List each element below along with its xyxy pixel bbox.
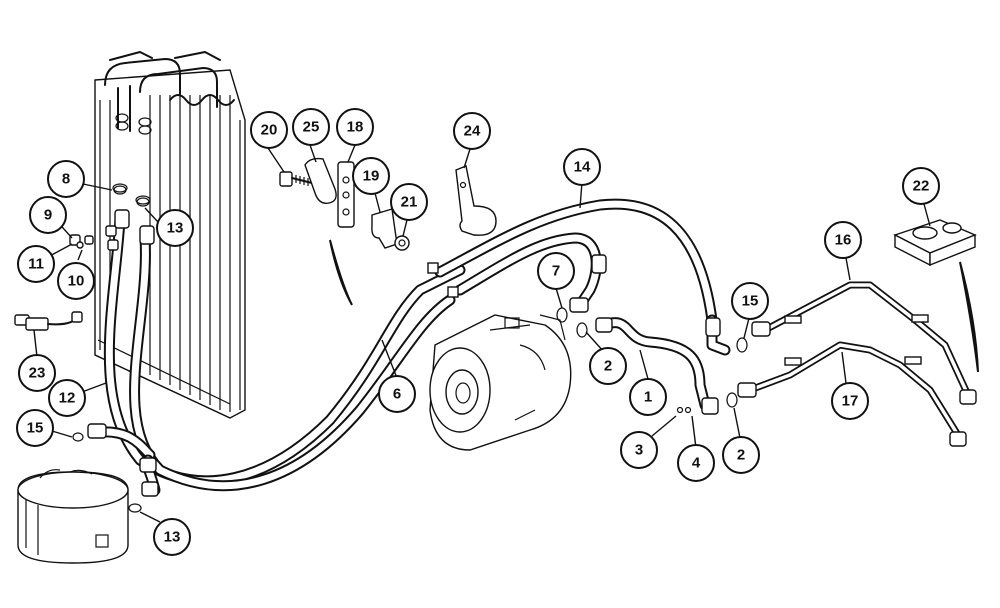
pipe-17 xyxy=(746,341,962,439)
bolt-20 xyxy=(279,171,313,187)
callout-18: 18 xyxy=(336,108,374,146)
receiver-drier xyxy=(17,469,129,564)
callout-12: 12 xyxy=(48,379,86,417)
svg-text:1: 1 xyxy=(644,389,652,406)
callout-6: 6 xyxy=(378,375,416,413)
callout-8: 8 xyxy=(47,160,85,198)
compressor xyxy=(429,314,572,451)
svg-text:22: 22 xyxy=(913,178,930,195)
svg-text:15: 15 xyxy=(742,293,759,310)
callout-15: 15 xyxy=(16,409,54,447)
svg-text:12: 12 xyxy=(59,390,76,407)
clip-25 xyxy=(304,157,337,204)
callout-22: 22 xyxy=(902,167,940,205)
hose-assembly-1 xyxy=(599,314,731,411)
callout-14: 14 xyxy=(563,148,601,186)
svg-text:6: 6 xyxy=(393,386,401,403)
svg-text:15: 15 xyxy=(27,420,44,437)
svg-text:4: 4 xyxy=(692,455,701,472)
svg-text:19: 19 xyxy=(363,168,380,185)
svg-text:17: 17 xyxy=(842,393,859,410)
svg-text:21: 21 xyxy=(401,194,418,211)
svg-text:24: 24 xyxy=(464,123,481,140)
callout-2: 2 xyxy=(589,347,627,385)
clip-24 xyxy=(455,165,497,236)
callout-15: 15 xyxy=(731,282,769,320)
callout-13: 13 xyxy=(153,518,191,556)
svg-text:14: 14 xyxy=(574,159,591,176)
svg-text:7: 7 xyxy=(552,263,560,280)
grommet-22 xyxy=(893,219,977,267)
svg-text:23: 23 xyxy=(29,365,46,382)
clip-18 xyxy=(337,161,355,228)
svg-text:25: 25 xyxy=(303,119,320,136)
clip-19 xyxy=(371,208,398,249)
svg-text:2: 2 xyxy=(604,358,612,375)
callout-13: 13 xyxy=(156,209,194,247)
callout-7: 7 xyxy=(537,252,575,290)
pressure-switch-9-10-11 xyxy=(69,225,119,251)
svg-text:13: 13 xyxy=(167,220,184,237)
callout-9: 9 xyxy=(29,196,67,234)
pipe-brackets xyxy=(784,314,929,366)
callout-1: 1 xyxy=(629,378,667,416)
nut-21 xyxy=(394,235,410,251)
svg-text:9: 9 xyxy=(44,207,52,224)
pointer-arrows xyxy=(329,239,979,373)
callout-4: 4 xyxy=(677,444,715,482)
svg-text:8: 8 xyxy=(62,171,70,188)
svg-text:18: 18 xyxy=(347,119,364,136)
callout-21: 21 xyxy=(390,183,428,221)
callout-3: 3 xyxy=(620,431,658,469)
callout-24: 24 xyxy=(453,112,491,150)
o-rings xyxy=(72,185,748,513)
callout-2: 2 xyxy=(722,436,760,474)
sensor-23 xyxy=(14,311,83,331)
callout-19: 19 xyxy=(352,157,390,195)
callout-23: 23 xyxy=(18,354,56,392)
callout-16: 16 xyxy=(824,221,862,259)
pipe-16 xyxy=(761,281,972,399)
svg-text:13: 13 xyxy=(164,529,181,546)
svg-text:2: 2 xyxy=(737,447,745,464)
callout-10: 10 xyxy=(57,262,95,300)
callout-17: 17 xyxy=(831,382,869,420)
svg-text:3: 3 xyxy=(635,442,643,459)
callout-25: 25 xyxy=(292,108,330,146)
svg-text:16: 16 xyxy=(835,232,852,249)
svg-text:10: 10 xyxy=(68,273,85,290)
svg-text:11: 11 xyxy=(28,256,44,273)
callout-11: 11 xyxy=(17,245,55,283)
svg-text:20: 20 xyxy=(261,122,278,139)
fittings xyxy=(87,209,977,497)
callout-20: 20 xyxy=(250,111,288,149)
